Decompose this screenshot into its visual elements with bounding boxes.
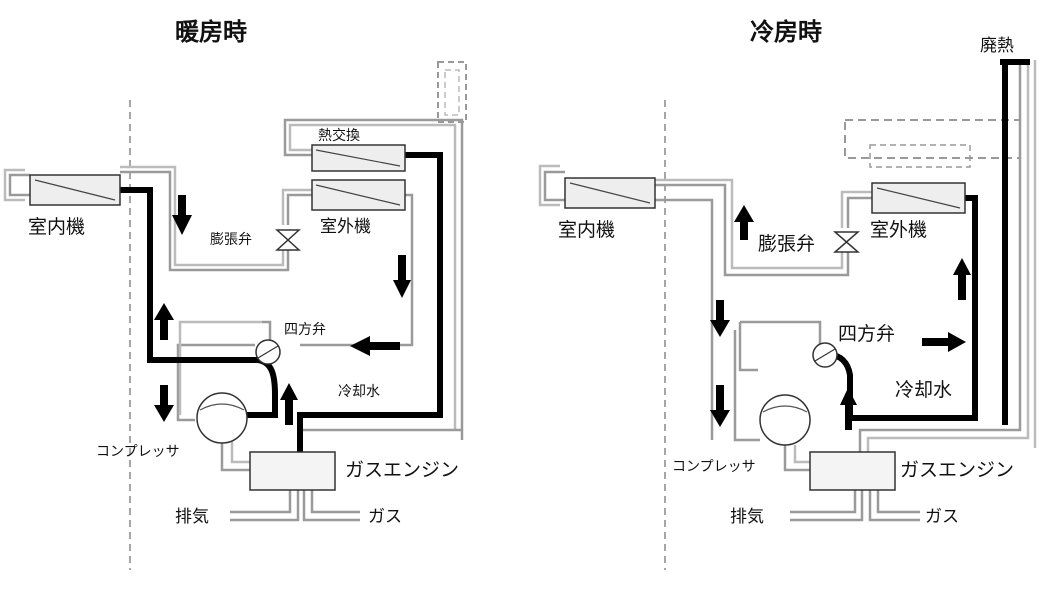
heating-title: 暖房時 — [175, 18, 247, 46]
heating-exhaust-label: 排気 — [175, 507, 209, 527]
arrow-down-icon — [393, 255, 411, 298]
arrow-up-icon — [280, 383, 298, 425]
arrow-down-icon — [710, 385, 730, 427]
cooling-waste-heat-label: 廃熱 — [980, 36, 1014, 56]
heating-gas-engine-label: ガスエンジン — [345, 459, 459, 481]
heating-indoor-unit-label: 室内機 — [28, 216, 85, 238]
heating-panel: 暖房時 — [3, 18, 467, 570]
cooling-title: 冷房時 — [750, 18, 822, 46]
heating-hot-line — [120, 187, 278, 418]
arrow-down-icon — [154, 385, 174, 422]
heating-indoor-unit — [29, 174, 121, 206]
heating-expansion-valve-icon — [275, 229, 301, 251]
cooling-flow-arrows — [710, 205, 971, 430]
heating-compressor-label: コンプレッサ — [96, 444, 180, 460]
cooling-outdoor-unit-label: 室外機 — [870, 219, 927, 241]
heating-gas-engine — [249, 451, 336, 491]
heating-cooling-water-label: 冷却水 — [338, 384, 380, 400]
arrow-down-icon — [172, 195, 192, 235]
cooling-compressor-icon — [759, 394, 811, 446]
heating-outdoor-unit-label: 室外機 — [320, 217, 371, 237]
heating-expansion-valve-label: 膨張弁 — [210, 231, 252, 248]
arrow-up-icon — [734, 205, 754, 240]
heating-refrigerant-lines — [3, 118, 464, 522]
arrow-up-icon — [953, 258, 971, 300]
cooling-four-way-valve-label: 四方弁 — [838, 323, 895, 345]
cooling-compressor-label: コンプレッサ — [672, 459, 756, 475]
heating-heat-exchanger-label: 熱交換 — [318, 127, 360, 144]
cooling-expansion-valve-icon — [832, 231, 861, 253]
heating-chimney — [437, 61, 467, 123]
heating-gas-label: ガス — [368, 507, 402, 527]
arrow-up-icon — [154, 303, 174, 340]
cooling-panel: 冷房時 廃熱 — [538, 18, 1037, 570]
heating-four-way-valve-label: 四方弁 — [284, 322, 326, 338]
cooling-indoor-unit-label: 室内機 — [558, 219, 615, 241]
cooling-exhaust-label: 排気 — [730, 507, 764, 527]
arrow-down-icon — [710, 300, 730, 337]
cooling-cooling-water-label: 冷却水 — [895, 379, 952, 401]
cooling-refrigerant-lines — [538, 60, 1037, 522]
heating-compressor-icon — [196, 392, 248, 444]
cooling-heat-exchanger-disabled — [844, 119, 1021, 159]
cooling-expansion-valve-label: 膨張弁 — [758, 233, 815, 255]
arrow-right-icon — [922, 332, 966, 352]
cooling-gas-engine — [809, 451, 896, 491]
arrow-up-icon — [840, 388, 857, 430]
arrow-left-icon — [350, 336, 400, 356]
cooling-gas-engine-label: ガスエンジン — [900, 459, 1014, 481]
cooling-gas-label: ガス — [925, 507, 959, 527]
heating-flow-arrows — [154, 195, 411, 425]
heating-water-line — [297, 152, 443, 452]
